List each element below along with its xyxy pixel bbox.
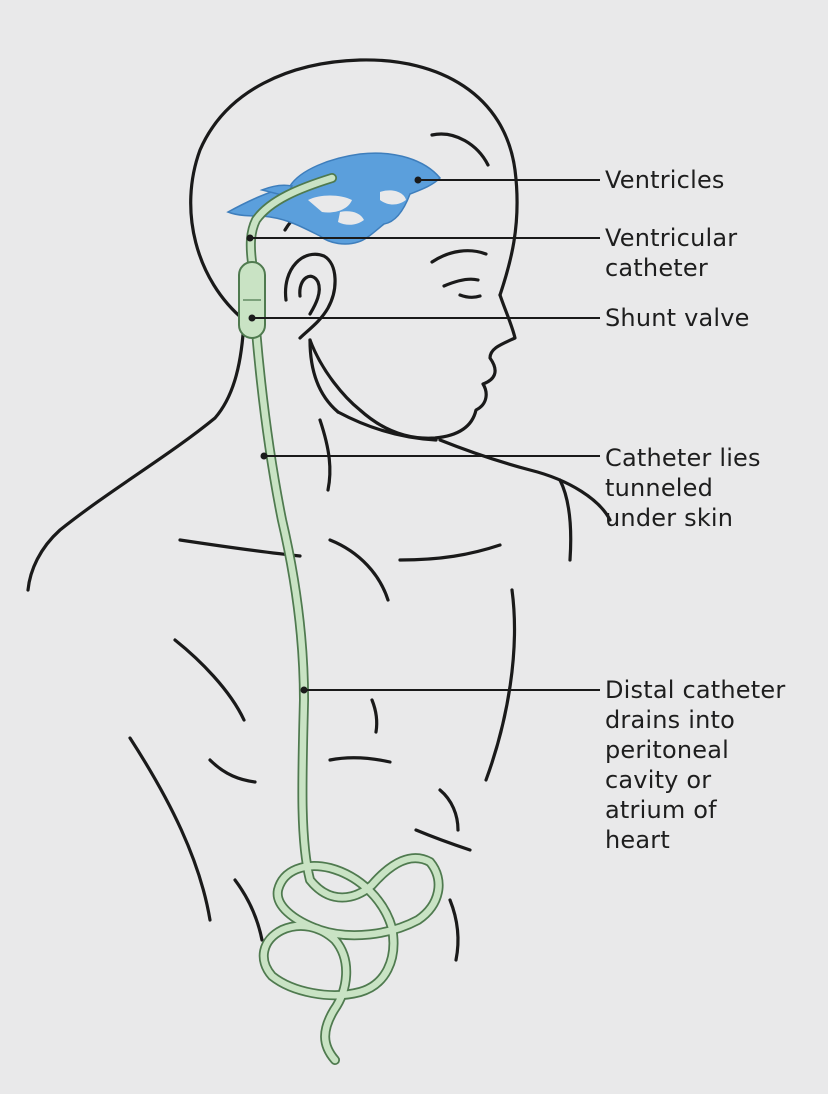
left-arm bbox=[128, 736, 212, 922]
neck-line bbox=[308, 338, 340, 414]
label-line: cavity or bbox=[605, 766, 712, 794]
label-ventricular-catheter: Ventricular catheter bbox=[605, 223, 737, 283]
label-line: under skin bbox=[605, 504, 734, 532]
catheter bbox=[245, 173, 444, 1065]
label-line: Shunt valve bbox=[605, 304, 750, 332]
label-ventricles: Ventricles bbox=[605, 165, 725, 195]
shunt-valve-shape bbox=[238, 261, 266, 339]
right-arm bbox=[484, 588, 517, 782]
ear-outline bbox=[283, 252, 337, 340]
label-tunneled: Catheter lies tunneled under skin bbox=[605, 443, 761, 533]
left-shoulder bbox=[26, 318, 246, 592]
label-line: drains into bbox=[605, 706, 735, 734]
label-line: heart bbox=[605, 826, 670, 854]
label-shunt-valve: Shunt valve bbox=[605, 303, 750, 333]
head-outline bbox=[189, 58, 519, 322]
label-line: catheter bbox=[605, 254, 708, 282]
catheter-tube bbox=[245, 173, 444, 1065]
label-line: Ventricular bbox=[605, 224, 738, 252]
label-line: tunneled bbox=[605, 474, 714, 502]
label-distal: Distal catheter drains into peritoneal c… bbox=[605, 675, 785, 855]
label-line: Catheter lies bbox=[605, 444, 761, 472]
eyebrow bbox=[430, 249, 488, 264]
label-line: atrium of bbox=[605, 796, 717, 824]
eye bbox=[442, 277, 480, 288]
face-profile bbox=[308, 293, 517, 440]
label-line: Ventricles bbox=[605, 166, 725, 194]
label-line: Distal catheter bbox=[605, 676, 786, 704]
label-line: peritoneal bbox=[605, 736, 729, 764]
leader-lines bbox=[250, 179, 600, 691]
